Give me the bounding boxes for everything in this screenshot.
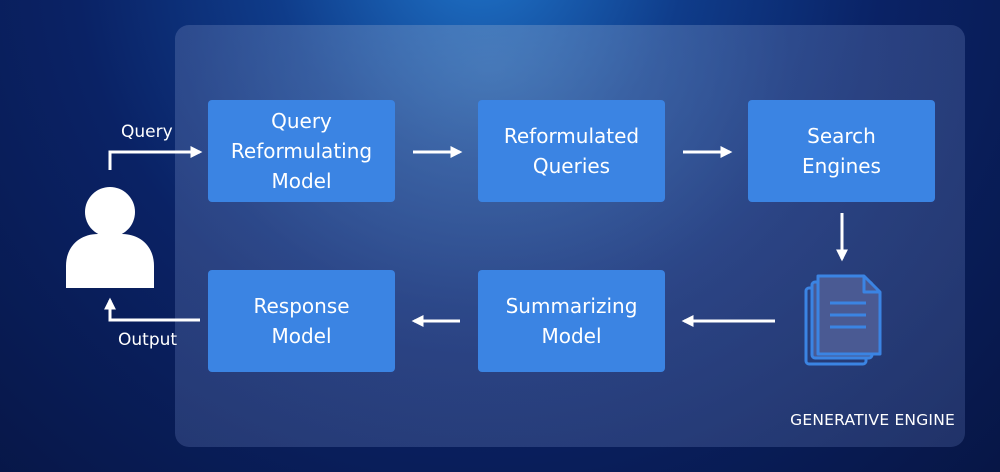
- output-flow-label: Output: [118, 330, 178, 350]
- reformulated-queries-label: Reformulated Queries: [503, 124, 640, 178]
- query-reformulating-model-box: Query Reformulating Model: [208, 100, 395, 202]
- response-model-label: Response Model: [253, 294, 350, 348]
- reformulated-queries-box: Reformulated Queries: [478, 100, 665, 202]
- summarizing-model-label: Summarizing Model: [505, 294, 638, 348]
- generative-engine-label: GENERATIVE ENGINE: [790, 411, 955, 429]
- summarizing-model-box: Summarizing Model: [478, 270, 665, 372]
- response-model-box: Response Model: [208, 270, 395, 372]
- search-engines-box: Search Engines: [748, 100, 935, 202]
- query-flow-label: Query: [121, 122, 173, 142]
- generative-engine-panel: [175, 25, 965, 447]
- user-icon: [66, 187, 154, 288]
- query-reformulating-model-label: Query Reformulating Model: [230, 109, 373, 193]
- search-engines-label: Search Engines: [802, 124, 881, 178]
